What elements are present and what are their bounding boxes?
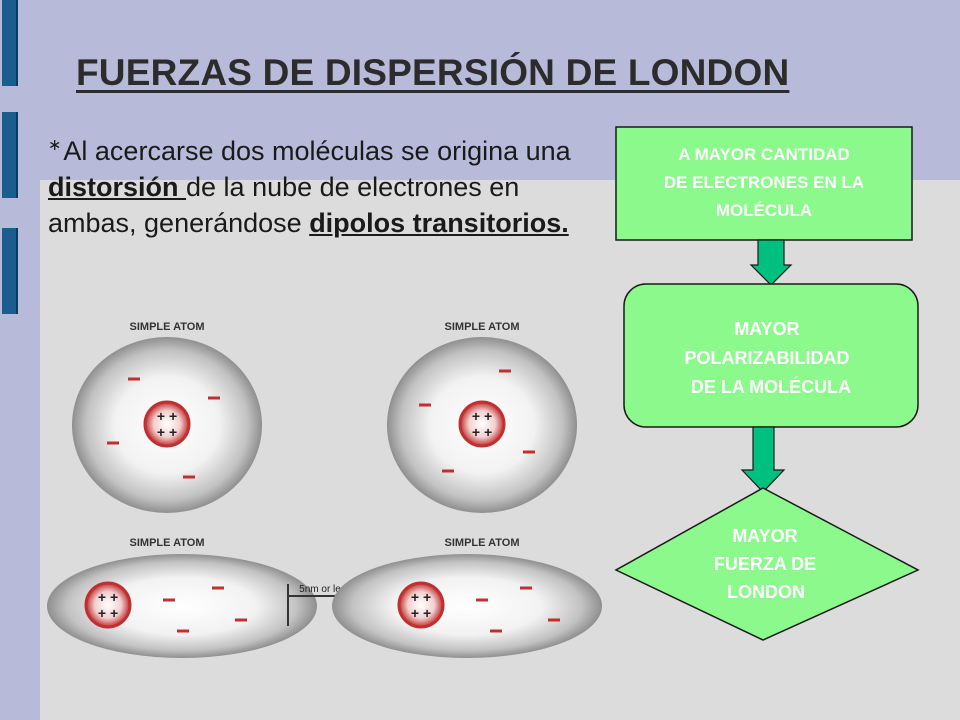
body-text-1: Al acercarse dos moléculas se origina un… — [63, 136, 571, 166]
body-bold-1: distorsión — [48, 172, 187, 202]
flow-box-3-line: LONDON — [727, 582, 805, 602]
flow-box-1-line: DE ELECTRONES EN LA — [664, 173, 864, 192]
side-bar-decoration — [2, 0, 18, 86]
distance-label: 5nm or less — [299, 584, 351, 595]
svg-text:+ +: + + — [411, 589, 431, 605]
flow-box-1-line: A MAYOR CANTIDAD — [678, 145, 850, 164]
electron-markers — [476, 586, 560, 633]
down-arrow-icon — [740, 426, 786, 493]
nucleus-charges: + ++ + — [98, 589, 118, 621]
flow-box-2-line: DE LA MOLÉCULA — [691, 376, 851, 397]
side-bar-decoration — [2, 112, 18, 198]
nucleus — [143, 400, 191, 448]
svg-text:+ +: + + — [411, 605, 431, 621]
svg-text:+ +: + + — [98, 605, 118, 621]
nucleus-charges: + ++ + — [157, 408, 177, 440]
nucleus — [458, 400, 506, 448]
electron-markers — [107, 377, 220, 479]
side-bar-decoration — [2, 228, 18, 314]
slide-title: FUERZAS DE DISPERSIÓN DE LONDON — [76, 52, 790, 93]
electron-markers — [419, 369, 535, 473]
atoms-diagram: SIMPLE ATOM + ++ + SIMPLE ATOM + ++ + SI… — [47, 321, 602, 658]
atom-label: SIMPLE ATOM — [445, 321, 520, 333]
body-text-2: de la nube de electrones en ambas, gener… — [48, 172, 520, 238]
flow-diamond-london — [614, 487, 920, 641]
nucleus — [397, 581, 445, 629]
svg-text:+ +: + + — [98, 589, 118, 605]
nucleus-charges: + ++ + — [472, 408, 492, 440]
electron-cloud — [332, 554, 602, 658]
svg-text:+ +: + + — [157, 424, 177, 440]
svg-text:+ +: + + — [472, 408, 492, 424]
flow-box-3-line: FUERZA DE — [714, 554, 816, 574]
atom-label: SIMPLE ATOM — [130, 537, 205, 549]
bullet-icon: ∗ — [48, 137, 62, 154]
atom-label: SIMPLE ATOM — [130, 321, 205, 333]
electron-markers — [163, 586, 247, 633]
body-paragraph: ∗Al acercarse dos moléculas se origina u… — [48, 128, 588, 241]
body-bold-2: dipolos transitorios. — [309, 208, 569, 238]
svg-text:+ +: + + — [472, 424, 492, 440]
flow-box-2-line: POLARIZABILIDAD — [685, 348, 850, 368]
nucleus — [84, 581, 132, 629]
electron-cloud — [47, 554, 317, 658]
flow-box-electrons — [615, 126, 913, 241]
down-arrow-icon — [749, 239, 793, 286]
atom-label: SIMPLE ATOM — [445, 537, 520, 549]
flow-box-1-line: MOLÉCULA — [716, 201, 812, 220]
left-strip — [0, 0, 40, 720]
flowchart: A MAYOR CANTIDAD DE ELECTRONES EN LA MOL… — [614, 126, 920, 641]
flow-box-3-line: MAYOR — [732, 526, 797, 546]
nucleus-charges: + ++ + — [411, 589, 431, 621]
flow-box-2-line: MAYOR — [734, 319, 799, 339]
svg-text:+ +: + + — [157, 408, 177, 424]
